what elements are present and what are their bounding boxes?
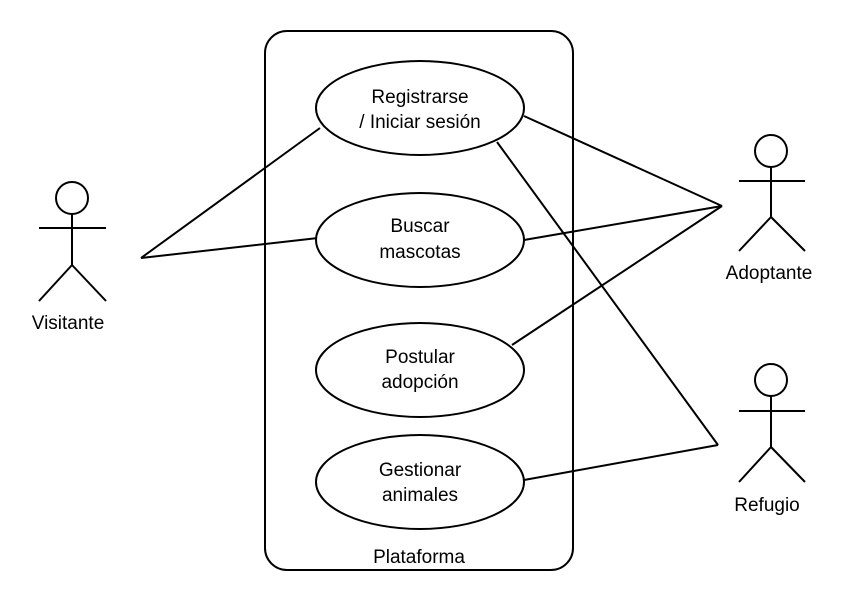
actor-leg-left (738, 446, 772, 483)
use-case-ellipse (315, 434, 525, 530)
actor-leg-right (71, 264, 107, 302)
associations (140, 115, 723, 481)
use-case-gestionar: Gestionar animales (315, 434, 525, 530)
use-case-ellipse (315, 60, 525, 156)
assoc-visitante-registrarse (140, 127, 321, 259)
use-case-label-line1: Postular (385, 347, 455, 368)
actor-leg-left (738, 216, 772, 252)
use-case-buscar: Buscar mascotas (315, 192, 525, 288)
actor-visitante (38, 181, 107, 302)
use-case-label-line1: Gestionar (379, 460, 462, 481)
actor-leg-right (770, 216, 806, 252)
system-label: Plataforma (373, 547, 465, 568)
use-case-label-line2: mascotas (379, 242, 460, 263)
actor-adoptante (738, 134, 806, 252)
assoc-adoptante-postular (511, 205, 723, 346)
use-case-ellipse (315, 192, 525, 288)
actor-label-adoptante: Adoptante (726, 263, 813, 284)
use-case-ellipse (315, 322, 525, 418)
use-case-label-line1: Buscar (390, 216, 450, 237)
actor-head (754, 134, 788, 168)
actor-label-refugio: Refugio (734, 495, 800, 516)
assoc-adoptante-registrarse (523, 115, 723, 207)
use-case-label-line2: adopción (381, 372, 458, 393)
assoc-refugio-registrarse (496, 141, 719, 446)
actor-leg-left (38, 264, 73, 302)
use-case-label-line2: / Iniciar sesión (359, 112, 480, 133)
system-boundary (264, 30, 574, 571)
actor-head (754, 363, 788, 397)
actor-leg-right (770, 446, 806, 483)
actor-head (55, 181, 89, 215)
assoc-refugio-gestionar (523, 444, 719, 481)
use-case-registrarse: Registrarse / Iniciar sesión (315, 60, 525, 156)
use-case-label-line2: animales (382, 485, 458, 506)
assoc-visitante-buscar (140, 237, 319, 259)
assoc-adoptante-buscar (523, 205, 723, 241)
use-case-postular: Postular adopción (315, 322, 525, 418)
use-case-label-line1: Registrarse (371, 87, 468, 108)
actor-label-visitante: Visitante (32, 313, 105, 334)
actor-refugio (738, 363, 806, 483)
